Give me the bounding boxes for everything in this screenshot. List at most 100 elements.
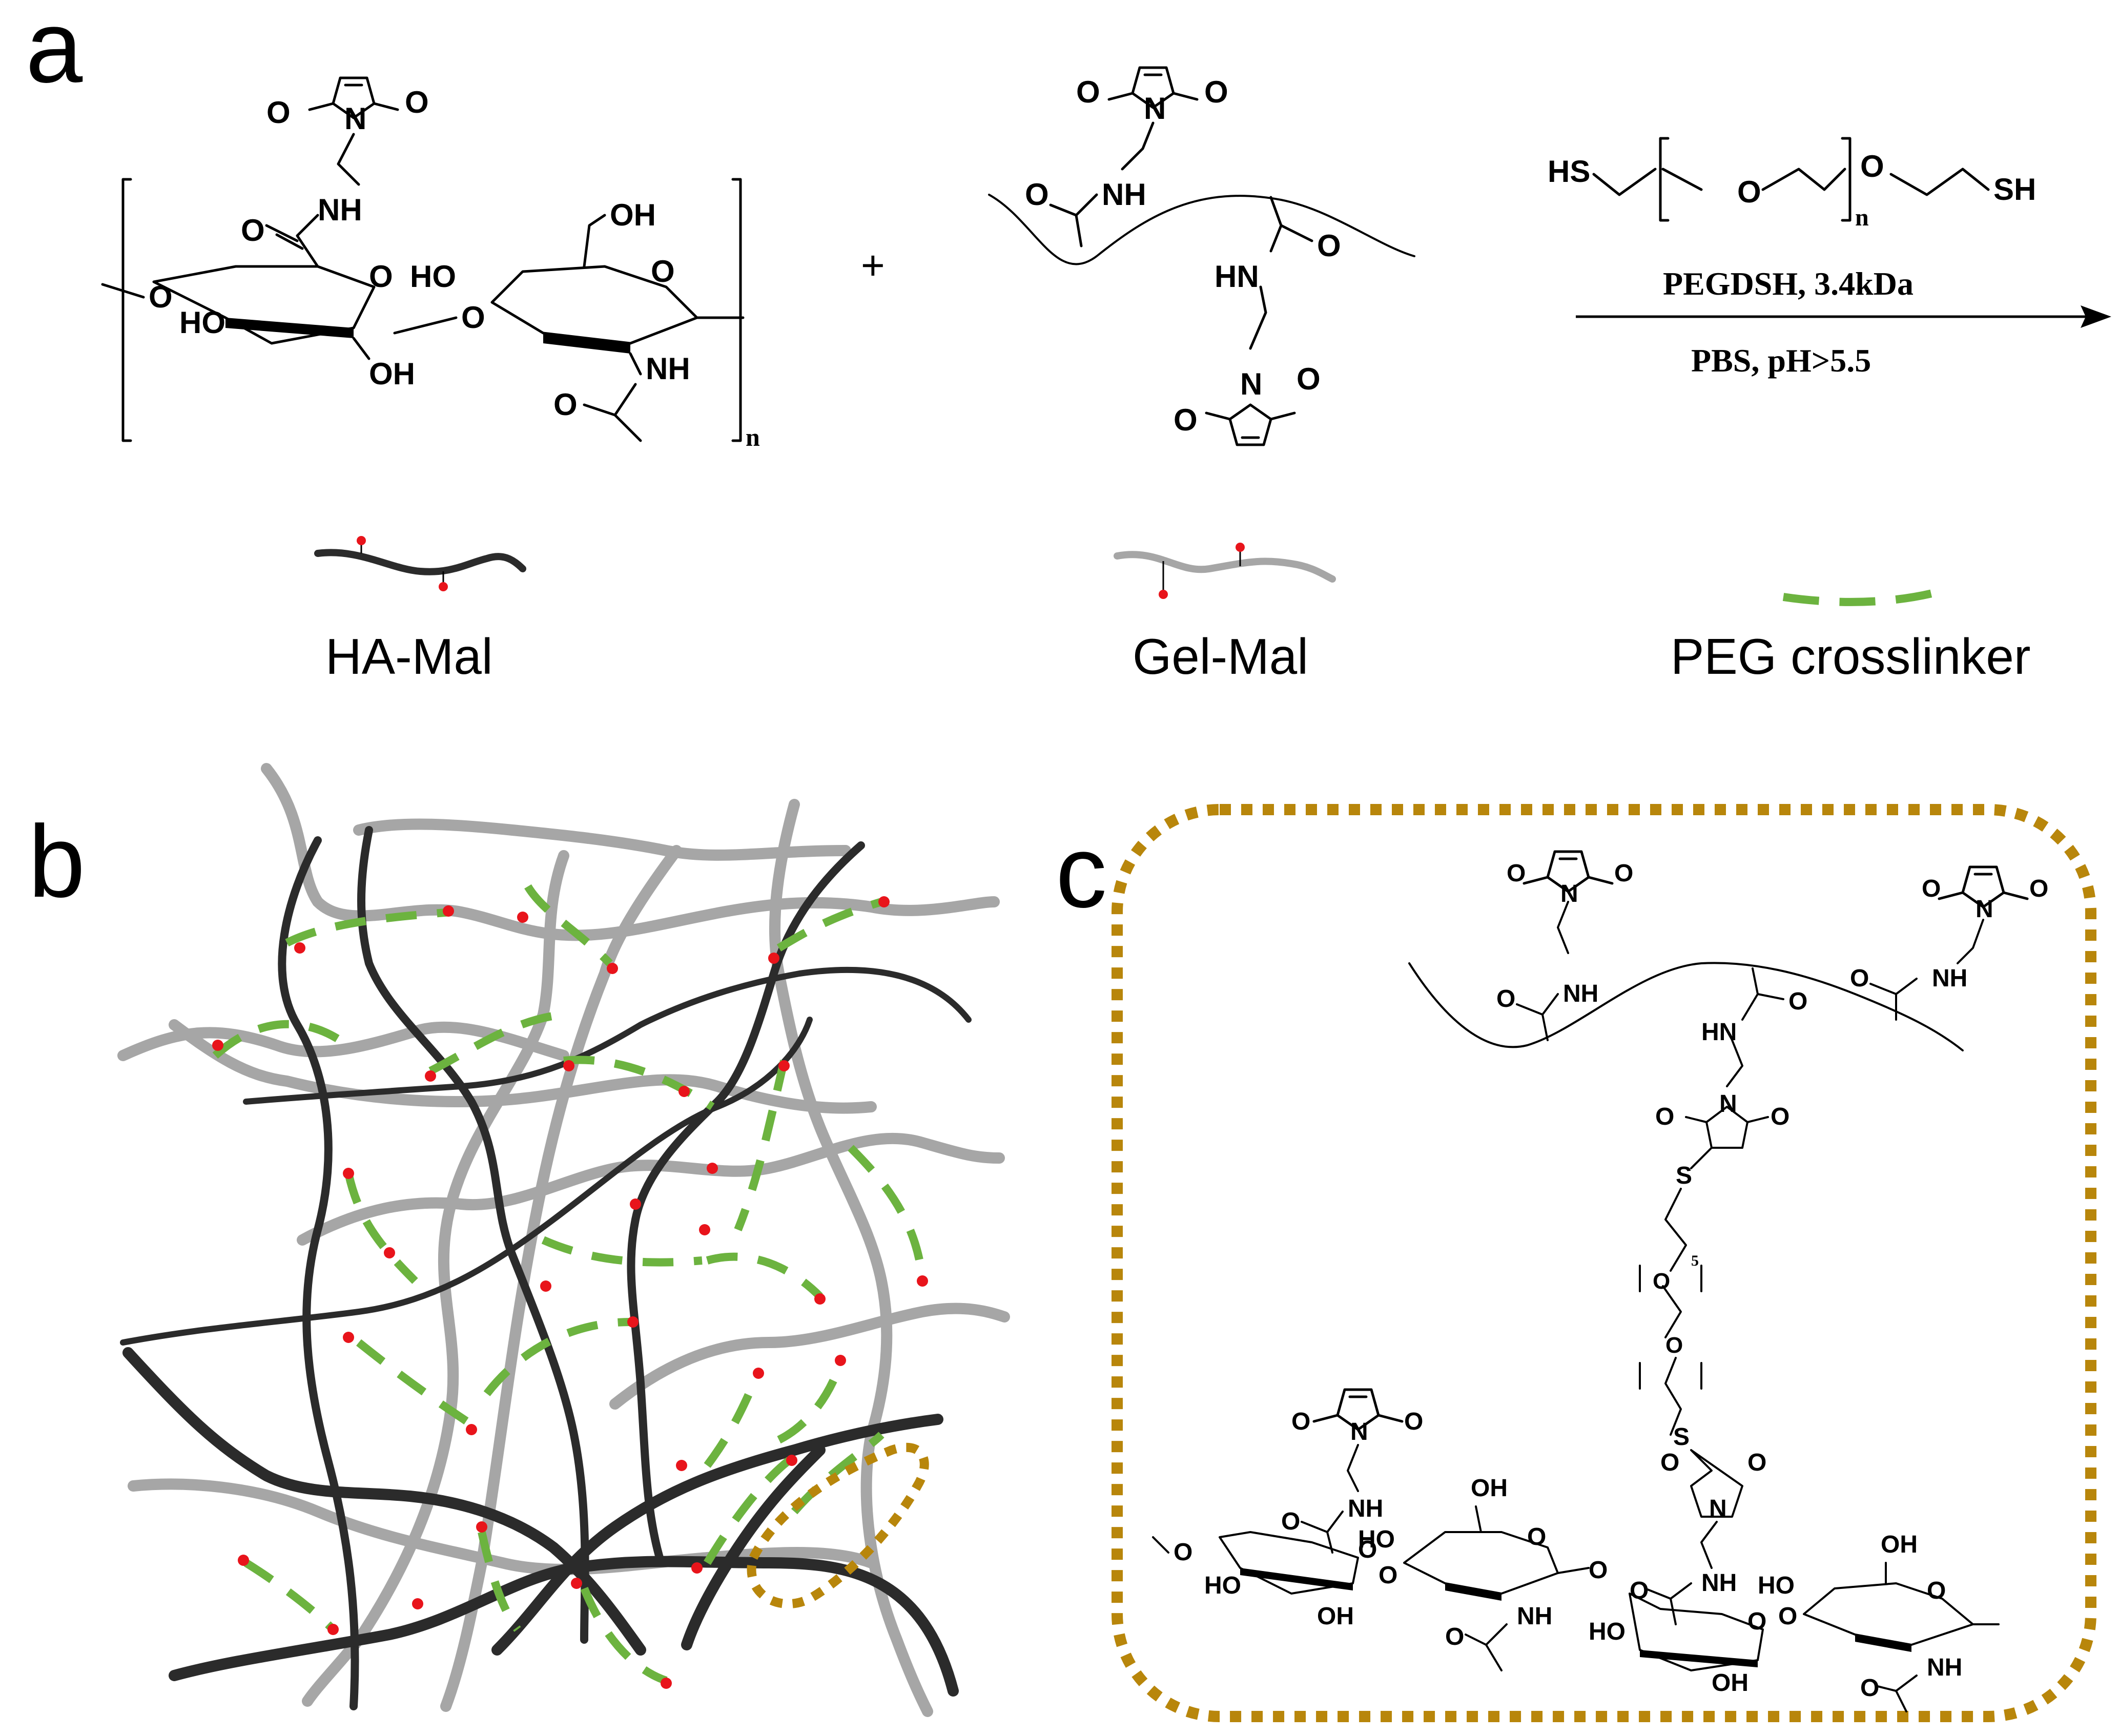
atom-nh: NH bbox=[318, 193, 362, 227]
atom-nh: NH bbox=[646, 352, 690, 386]
atom-ho: HO bbox=[1758, 1572, 1795, 1599]
maleimide-dot bbox=[357, 536, 366, 545]
atom-n: N bbox=[1560, 880, 1578, 907]
atom-n: N bbox=[1144, 91, 1166, 126]
atom-o: O bbox=[1850, 965, 1869, 992]
atom-nh: NH bbox=[1517, 1603, 1552, 1630]
maleimide-dot bbox=[439, 582, 448, 591]
atom-ho: HO bbox=[410, 259, 456, 294]
atom-o: O bbox=[1297, 362, 1321, 396]
atom-o: O bbox=[553, 387, 578, 422]
atom-o: O bbox=[1655, 1103, 1674, 1130]
atom-oh: OH bbox=[369, 357, 415, 391]
atom-o: O bbox=[1358, 1536, 1377, 1563]
atom-o: O bbox=[149, 280, 173, 314]
maleimide-dot bbox=[1236, 543, 1245, 552]
atom-o: O bbox=[1747, 1449, 1766, 1476]
atom-n: N bbox=[1240, 367, 1262, 401]
ha-mal-structure: n O N O NH O O O HO OH O H bbox=[101, 78, 760, 451]
atom-oh: OH bbox=[610, 198, 656, 232]
atom-nh: NH bbox=[1563, 980, 1598, 1007]
atom-o: O bbox=[1589, 1557, 1608, 1584]
atom-o: O bbox=[1379, 1562, 1397, 1589]
reaction-conditions: PBS, pH>5.5 bbox=[1691, 342, 1871, 379]
reagent-name: PEGDSH, 3.4kDa bbox=[1663, 265, 1914, 302]
atom-n: N bbox=[1709, 1495, 1727, 1522]
atom-nh: NH bbox=[1102, 177, 1146, 212]
atom-o: O bbox=[1527, 1523, 1546, 1551]
reagent-o-right: O bbox=[1860, 149, 1884, 183]
network-ha-chains bbox=[120, 826, 972, 1710]
atom-o: O bbox=[1771, 1103, 1789, 1130]
atom-o: O bbox=[241, 213, 265, 247]
reagent-o-mid: O bbox=[1737, 175, 1761, 209]
reagent-n-sub: n bbox=[1855, 204, 1869, 231]
atom-o: O bbox=[461, 300, 485, 335]
panel-c-label: c bbox=[1056, 815, 1107, 929]
reaction-arrow bbox=[1576, 305, 2111, 328]
atom-o: O bbox=[369, 259, 393, 294]
ha-repeat-subscript: n bbox=[746, 423, 760, 451]
panel-a: a n O N O NH O O O HO OH bbox=[26, 0, 2111, 685]
atom-o: O bbox=[1174, 1539, 1192, 1566]
atom-o: O bbox=[2029, 875, 2048, 902]
atom-n: N bbox=[1350, 1418, 1368, 1445]
panel-a-label: a bbox=[26, 0, 83, 104]
atom-nh: NH bbox=[1927, 1654, 1962, 1681]
reagent-sh: SH bbox=[1993, 172, 2036, 206]
atom-hn: HN bbox=[1215, 259, 1259, 294]
network-maleimide-dots bbox=[212, 896, 928, 1689]
atom-o: O bbox=[651, 254, 675, 288]
atom-ho: HO bbox=[1358, 1526, 1395, 1553]
panel-b: b bbox=[28, 763, 1010, 1717]
atom-o: O bbox=[1281, 1508, 1300, 1535]
peg-crosslinker-label: PEG crosslinker bbox=[1671, 628, 2031, 685]
atom-n: N bbox=[1976, 896, 1993, 923]
atom-o: O bbox=[1747, 1608, 1766, 1635]
atom-ho: HO bbox=[1204, 1572, 1241, 1599]
atom-nh: NH bbox=[1348, 1495, 1383, 1522]
atom-o: O bbox=[1025, 177, 1049, 212]
atom-o: O bbox=[1614, 860, 1633, 887]
panel-c-ha-backbone: O N O NH O O O HO OH O HO OH O NH bbox=[1152, 1390, 2000, 1712]
atom-o: O bbox=[1778, 1603, 1797, 1630]
atom-ho: HO bbox=[1589, 1618, 1626, 1645]
atom-o: O bbox=[1653, 1269, 1670, 1294]
atom-o: O bbox=[1317, 229, 1341, 263]
atom-o: O bbox=[1922, 875, 1941, 902]
atom-nh: NH bbox=[1932, 965, 1967, 992]
atom-o: O bbox=[405, 85, 429, 119]
plus-sign: + bbox=[861, 242, 885, 288]
atom-oh: OH bbox=[1881, 1531, 1918, 1558]
peg-crosslinker-icon bbox=[1782, 585, 1949, 606]
atom-oh: OH bbox=[1471, 1475, 1508, 1502]
gel-mal-structure: O N O NH O O HN N O O bbox=[988, 68, 1415, 445]
atom-o: O bbox=[1445, 1623, 1464, 1650]
atom-o: O bbox=[1076, 75, 1100, 109]
peg-reagent-formula: HS O n O SH bbox=[1548, 137, 2036, 231]
gel-mal-label: Gel-Mal bbox=[1133, 628, 1308, 685]
ha-mal-icon bbox=[314, 536, 526, 591]
panel-c: c O N O NH O O N O NH O bbox=[1056, 804, 2096, 1722]
atom-o: O bbox=[1507, 860, 1526, 887]
atom-s: S bbox=[1673, 1423, 1690, 1451]
atom-s: S bbox=[1676, 1162, 1692, 1189]
atom-o: O bbox=[1788, 988, 1807, 1015]
panel-b-label: b bbox=[28, 804, 85, 919]
gel-mal-icon bbox=[1114, 543, 1336, 599]
maleimide-dot bbox=[1159, 590, 1168, 599]
panel-c-gel-backbone: O N O NH O O N O NH O O HN N bbox=[1408, 852, 2048, 1625]
atom-o: O bbox=[1291, 1408, 1310, 1435]
atom-o: O bbox=[1665, 1333, 1683, 1358]
atom-o: O bbox=[266, 95, 291, 130]
atom-ho: HO bbox=[179, 305, 225, 340]
atom-o: O bbox=[1496, 985, 1515, 1012]
atom-o: O bbox=[1927, 1577, 1946, 1604]
atom-nh: NH bbox=[1701, 1569, 1737, 1597]
atom-oh: OH bbox=[1317, 1603, 1354, 1630]
peg-repeat-subscript: 5 bbox=[1691, 1252, 1699, 1269]
ha-mal-label: HA-Mal bbox=[325, 628, 493, 685]
atom-o: O bbox=[1174, 403, 1198, 437]
atom-o: O bbox=[1660, 1449, 1679, 1476]
